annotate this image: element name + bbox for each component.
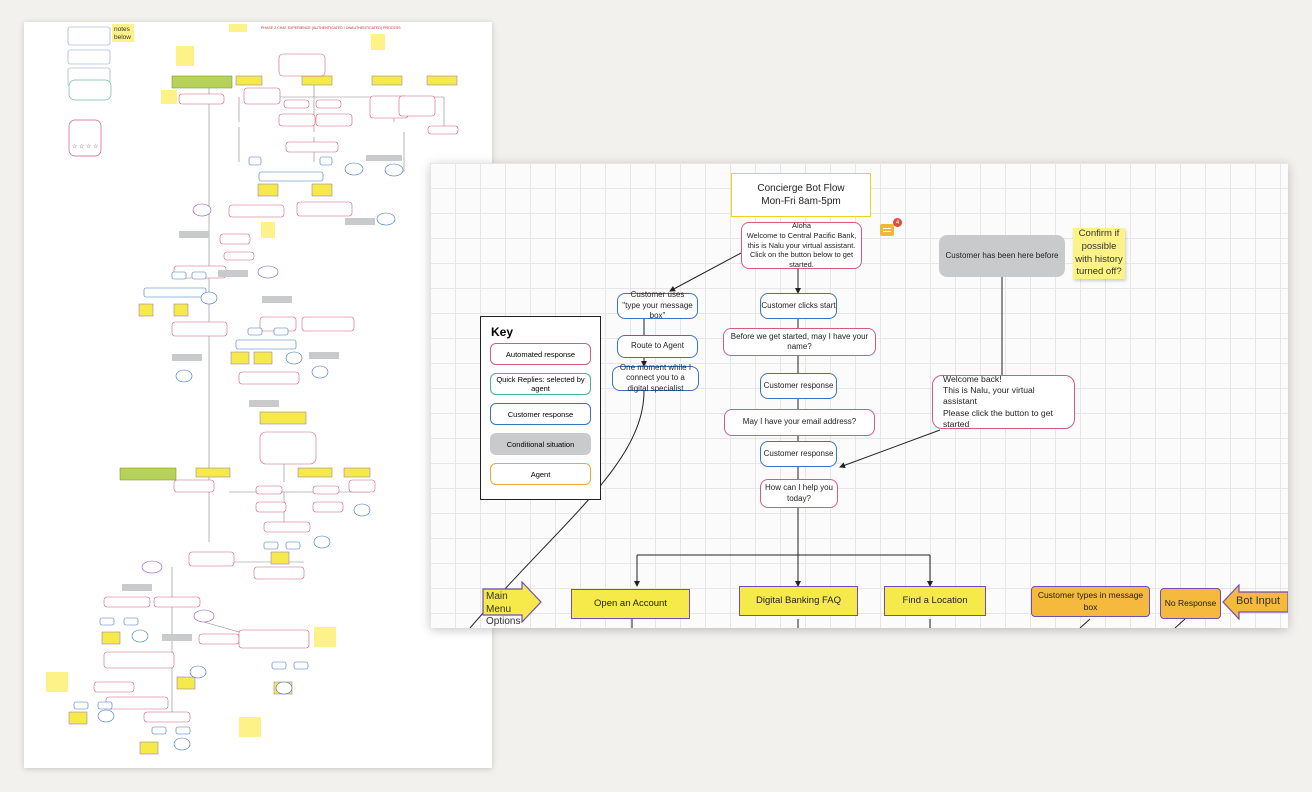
ask-email-response: May I have your email address? <box>724 409 875 436</box>
menu-customer-types-message: Customer types in message box <box>1031 586 1150 617</box>
main-menu-arrow-label: Main Menu Options <box>486 591 521 627</box>
confirm-history-sticky[interactable]: Confirm if possible with history turned … <box>1073 228 1125 279</box>
connect-specialist-response: One moment while I connect you to a digi… <box>612 363 699 393</box>
zoomed-flow-board[interactable]: Concierge Bot Flow Mon-Fri 8am-5pm 4 Alo… <box>430 163 1288 628</box>
customer-response-name: Customer response <box>760 373 837 399</box>
type-message-box-customer: Customer uses "type your message box" <box>617 290 698 320</box>
bot-input-arrow-shape <box>1222 584 1288 620</box>
menu-open-account: Open an Account <box>571 589 690 619</box>
customer-clicks-start: Customer clicks start <box>760 293 837 319</box>
legend-agent: Agent <box>490 463 591 485</box>
legend-title: Key <box>491 325 514 339</box>
menu-no-response: No Response <box>1160 588 1221 619</box>
bot-input-arrow-label: Bot Input <box>1236 595 1281 607</box>
overview-diagram: ☆ ☆ ☆ ☆ <box>46 24 459 755</box>
customer-response-email: Customer response <box>760 441 837 467</box>
route-to-agent: Route to Agent <box>617 335 698 358</box>
legend-key: Key Automated response Quick Replies: se… <box>480 316 601 500</box>
ask-name-response: Before we get started, may I have your n… <box>723 328 876 356</box>
comment-icon[interactable] <box>880 224 894 236</box>
how-can-i-help-response: How can I help you today? <box>760 479 838 508</box>
flow-title: Concierge Bot Flow Mon-Fri 8am-5pm <box>731 173 871 217</box>
overview-board[interactable]: ☆ ☆ ☆ ☆ <box>24 22 492 768</box>
greeting-response: Aloha Welcome to Central Pacific Bank, t… <box>741 221 862 269</box>
legend-automated-response: Automated response <box>490 343 591 365</box>
legend-conditional-situation: Conditional situation <box>490 433 591 455</box>
svg-text:☆ ☆ ☆ ☆: ☆ ☆ ☆ ☆ <box>72 143 99 150</box>
overview-notes-label: notes <box>114 26 131 33</box>
main-menu-arrow: Main Menu Options <box>482 581 542 627</box>
legend-customer-response: Customer response <box>490 403 591 425</box>
menu-digital-banking-faq: Digital Banking FAQ <box>739 586 858 616</box>
main-menu-arrow-shape <box>482 581 542 623</box>
returning-customer-condition: Customer has been here before <box>939 235 1065 277</box>
menu-find-location: Find a Location <box>884 586 986 616</box>
comment-count-badge: 4 <box>893 218 902 227</box>
welcome-back-response: Welcome back! This is Nalu, your virtual… <box>932 374 1075 429</box>
overview-heading: PHASE 2 CHAT EXPERIENCE (AUTHENTICATED /… <box>261 26 401 30</box>
bot-input-arrow: Bot Input <box>1222 584 1288 620</box>
legend-quick-replies: Quick Replies: selected by agent <box>490 373 591 395</box>
svg-text:below: below <box>114 34 131 41</box>
